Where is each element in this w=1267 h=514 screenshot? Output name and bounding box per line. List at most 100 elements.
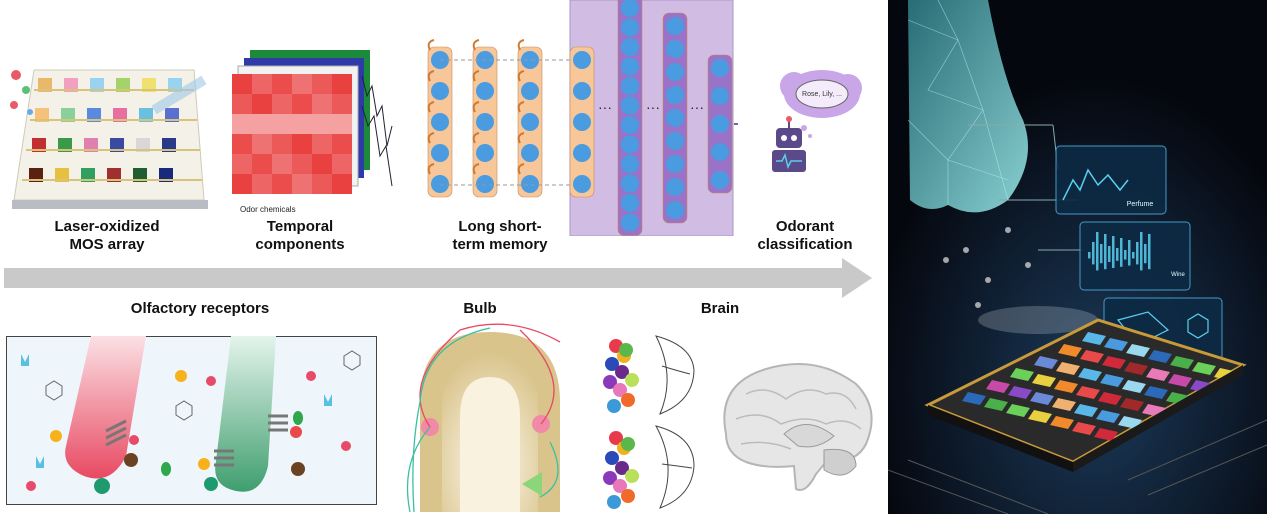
heatmap-cell — [272, 154, 292, 174]
label-temporal-components: Temporal components — [255, 218, 345, 253]
heatmap-cell — [252, 74, 272, 94]
label-brain: Brain — [700, 300, 740, 317]
mos-sensor-cell — [133, 168, 147, 182]
lstm-node — [666, 109, 684, 127]
sensor-chip-cell — [1120, 398, 1144, 411]
lstm-node — [521, 82, 539, 100]
lstm-node — [711, 171, 729, 189]
olfactory-bulb-diagram — [406, 323, 561, 512]
lstm-node — [666, 40, 684, 58]
heatmap-cell — [312, 174, 332, 194]
lstm-node — [711, 143, 729, 161]
lstm-recurrent-loop — [517, 101, 525, 113]
heatmap-cell — [232, 134, 252, 154]
lstm-node — [621, 77, 639, 95]
lstm-node — [666, 63, 684, 81]
lstm-node — [666, 86, 684, 104]
label-mos-array: Laser-oxidized MOS array — [54, 218, 160, 253]
heatmap-cell — [312, 154, 332, 174]
sensor-chip-cell — [1124, 362, 1148, 375]
heatmap-cell — [252, 114, 272, 134]
mos-sensor-cell — [168, 78, 182, 92]
brain-region-patch — [625, 373, 639, 387]
lstm-node — [573, 51, 591, 69]
heatmap-cell — [232, 154, 252, 174]
mos-sensor-cell — [116, 78, 130, 92]
robot-illustration: Rose, Lily, ... — [772, 70, 862, 172]
sensor-chip-cell — [1082, 332, 1106, 345]
sensor-chip-cell — [1104, 338, 1128, 351]
heatmap-cell — [312, 114, 332, 134]
lstm-recurrent-loop — [472, 132, 480, 144]
lstm-node — [621, 96, 639, 115]
heatmap-cell — [272, 94, 292, 114]
sensor-chip-cell — [1144, 386, 1168, 399]
heatmap-cell — [252, 154, 272, 174]
heatmap-cell — [272, 74, 292, 94]
lstm-node — [431, 144, 449, 162]
panel-perfume-label: Perfume — [1127, 201, 1154, 208]
heatmap-cell — [332, 174, 352, 194]
lstm-node — [573, 113, 591, 131]
lstm-node — [431, 175, 449, 193]
lstm-node — [621, 135, 639, 154]
wine-spectrum-bar — [1096, 232, 1099, 271]
wine-spectrum-bar — [1128, 240, 1131, 266]
heatmap-cell — [332, 74, 352, 94]
sensor-chip-cell — [1054, 380, 1078, 393]
sensor-chip-cell — [1094, 428, 1118, 441]
lstm-node — [666, 155, 684, 173]
lstm-node — [621, 18, 639, 37]
lstm-node — [431, 113, 449, 131]
brain-region-patch — [603, 471, 617, 485]
lstm-node — [711, 87, 729, 105]
sensor-chip-cell — [1010, 368, 1034, 381]
sensor-chip-cell — [984, 398, 1008, 411]
lstm-recurrent-loop — [472, 39, 480, 51]
wine-spectrum-bar — [1144, 244, 1147, 264]
sensor-chip-cell — [1052, 398, 1076, 411]
lstm-node — [476, 144, 494, 162]
svg-text:···: ··· — [646, 99, 660, 115]
sensor-chip-cell — [1078, 368, 1102, 381]
sensor-chip-cell — [1074, 404, 1098, 417]
brain-region-patch — [605, 357, 619, 371]
mos-sensor-cell — [142, 78, 156, 92]
lstm-node — [621, 174, 639, 193]
heatmap-cell — [292, 174, 312, 194]
wine-spectrum-bar — [1100, 244, 1103, 264]
sensor-chip-cell — [1050, 416, 1074, 429]
lstm-node — [573, 82, 591, 100]
wine-spectrum-bar — [1148, 234, 1151, 270]
wine-spectrum-bar — [1116, 248, 1119, 261]
lstm-recurrent-loop — [427, 132, 435, 144]
lstm-node — [621, 194, 639, 212]
heatmap-axis-label: Odor chemicals — [240, 205, 296, 214]
wine-spectrum-bar — [1136, 242, 1139, 265]
sensor-chip-cell — [962, 392, 986, 405]
lstm-node — [666, 132, 684, 150]
heatmap-cell — [232, 94, 252, 114]
sensor-chip-cell — [1076, 386, 1100, 399]
heatmap-cell — [272, 174, 292, 194]
mos-sensor-cell — [38, 78, 52, 92]
brain-region-patch — [621, 437, 635, 451]
heatmap-cell — [252, 174, 272, 194]
mos-sensor-cell — [81, 168, 95, 182]
mos-sensor-cell — [87, 108, 101, 122]
wine-spectrum-bar — [1092, 242, 1095, 265]
wine-spectrum-bar — [1108, 246, 1111, 262]
sensor-chip-cell — [1034, 356, 1058, 369]
lstm-node — [666, 201, 684, 219]
label-lstm: Long short- term memory — [452, 218, 548, 253]
heatmap-cell — [332, 94, 352, 114]
sensor-chip-cell — [1126, 344, 1150, 357]
brain-maps — [603, 335, 695, 509]
wine-spectrum-bar — [1124, 250, 1127, 260]
sensor-chip-cell — [1100, 374, 1124, 387]
lstm-node — [521, 144, 539, 162]
panel-wine-label: Wine — [1171, 272, 1185, 278]
brain-illustration — [723, 363, 873, 491]
sensor-chip-cell — [1170, 356, 1194, 369]
lstm-node — [621, 155, 639, 173]
